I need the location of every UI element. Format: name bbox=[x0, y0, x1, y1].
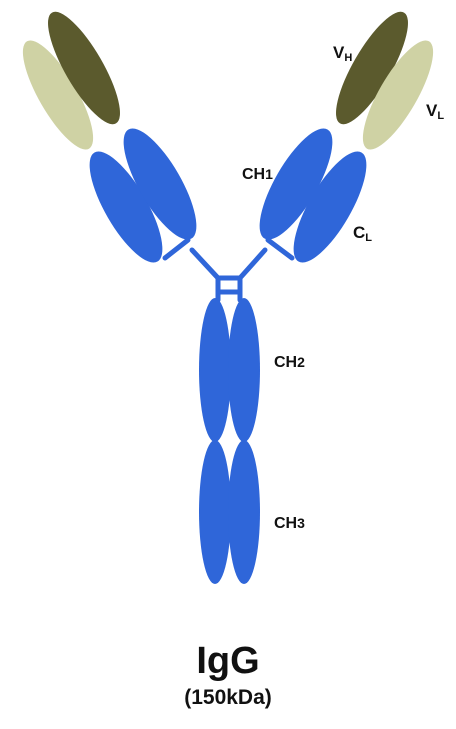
label-ch1: CH1 bbox=[242, 166, 273, 183]
fc-region bbox=[199, 298, 260, 584]
fc-right-ch3-domain bbox=[228, 440, 260, 584]
left-fab-arm bbox=[11, 3, 210, 272]
label-cl: CL bbox=[353, 223, 372, 244]
fc-right-ch2-domain bbox=[228, 298, 260, 442]
label-ch2: CH2 bbox=[274, 354, 305, 371]
label-ch3: CH3 bbox=[274, 515, 305, 532]
antibody-mass: (150kDa) bbox=[0, 686, 456, 710]
fc-left-ch3-domain bbox=[199, 440, 231, 584]
fc-left-ch2-domain bbox=[199, 298, 231, 442]
hinge-region bbox=[165, 240, 292, 300]
label-vl: VL bbox=[426, 101, 444, 122]
label-vh: VH bbox=[333, 43, 352, 64]
right-heavy-light-disulfide bbox=[268, 240, 292, 258]
right-arm-to-hinge-link bbox=[240, 250, 265, 278]
right-fab-arm bbox=[246, 3, 445, 272]
left-heavy-light-disulfide bbox=[165, 240, 188, 258]
left-arm-to-hinge-link bbox=[192, 250, 218, 278]
antibody-name: IgG bbox=[0, 640, 456, 682]
